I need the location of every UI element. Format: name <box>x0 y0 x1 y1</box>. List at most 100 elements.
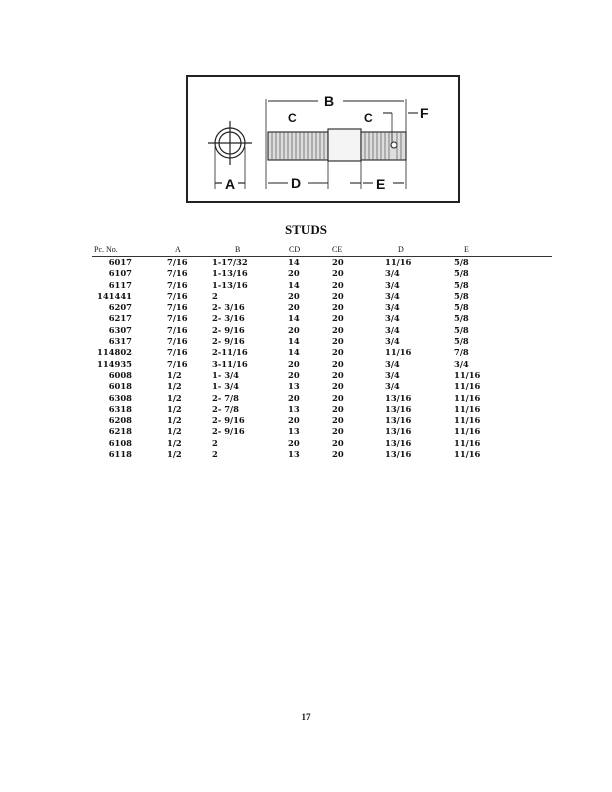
table-cell: 20 <box>332 403 344 414</box>
table-cell: 6218 <box>108 426 132 437</box>
table-cell: 1- 3/4 <box>212 381 239 392</box>
table-cell: 5/8 <box>454 313 469 324</box>
table-cell: 1-17/32 <box>212 257 248 267</box>
table-cell: 2- 9/16 <box>212 426 245 437</box>
table-cell: 7/16 <box>167 257 188 267</box>
table-cell: 7/16 <box>167 302 188 313</box>
table-cell: 2- 9/16 <box>212 324 245 335</box>
table-cell: 13 <box>288 381 300 392</box>
label-d: D <box>291 175 301 191</box>
table-cell: 2- 9/16 <box>212 415 245 426</box>
table-cell: 20 <box>288 369 300 380</box>
table-cell: 1/2 <box>167 426 182 437</box>
stud-body-icon <box>265 99 418 189</box>
table-cell: 1/2 <box>167 449 182 460</box>
table-cell: 20 <box>332 268 344 279</box>
table-cell: 5/8 <box>454 257 469 267</box>
table-cell: 1- 3/4 <box>212 369 239 380</box>
table-cell: 20 <box>332 449 344 460</box>
table-cell: 6308 <box>108 392 132 403</box>
table-cell: 5/8 <box>454 324 469 335</box>
table-cell: 20 <box>288 392 300 403</box>
label-a: A <box>225 176 235 192</box>
table-cell: 3/4 <box>385 358 400 369</box>
table-cell: 11/16 <box>454 449 481 460</box>
table-cell: 3/4 <box>385 279 400 290</box>
table-cell: 3/4 <box>385 268 400 279</box>
table-cell: 1/2 <box>167 381 182 392</box>
table-cell: 2- 9/16 <box>212 336 245 347</box>
stud-diagram: B C C F A D E <box>186 75 460 203</box>
page-title: STUDS <box>285 222 327 237</box>
table-cell: 13/16 <box>385 426 412 437</box>
table-cell: 11/16 <box>454 369 481 380</box>
table-cell: 20 <box>288 268 300 279</box>
label-b: B <box>324 93 334 109</box>
end-view-icon <box>208 121 252 189</box>
table-cell: 14 <box>288 336 300 347</box>
table-cell: 1-13/16 <box>212 268 248 279</box>
table-cell: 20 <box>332 324 344 335</box>
table-cell: 13 <box>288 426 300 437</box>
table-cell: 2 <box>212 449 218 460</box>
table-cell: 6108 <box>108 437 132 448</box>
table-cell: 20 <box>332 257 344 267</box>
table-cell: 114935 <box>97 358 132 369</box>
table-cell: 6117 <box>108 279 132 290</box>
table-cell: 11/16 <box>454 381 481 392</box>
table-cell: 20 <box>332 290 344 301</box>
table-cell: 1/2 <box>167 415 182 426</box>
table-cell: 7/16 <box>167 290 188 301</box>
table-cell: 14 <box>288 313 300 324</box>
table-cell: 1/2 <box>167 392 182 403</box>
table-cell: 6107 <box>108 268 132 279</box>
table-cell: 6207 <box>108 302 132 313</box>
header-b: B <box>235 245 241 254</box>
table-cell: 3/4 <box>385 369 400 380</box>
table-cell: 6118 <box>108 449 132 460</box>
table-header: Pc. No. A B CD CE D E <box>92 245 552 257</box>
table-cell: 20 <box>332 415 344 426</box>
table-cell: 2-11/16 <box>212 347 248 358</box>
label-c1: C <box>288 111 297 125</box>
table-cell: 6017 <box>108 257 132 267</box>
table-cell: 7/16 <box>167 324 188 335</box>
table-cell: 7/16 <box>167 279 188 290</box>
table-cell: 7/16 <box>167 347 188 358</box>
table-cell: 2- 3/16 <box>212 313 245 324</box>
table-cell: 11/16 <box>454 403 481 414</box>
table-cell: 20 <box>332 279 344 290</box>
label-e: E <box>376 176 385 192</box>
table-cell: 14 <box>288 347 300 358</box>
table-cell: 5/8 <box>454 336 469 347</box>
table-cell: 20 <box>332 426 344 437</box>
table-cell: 11/16 <box>385 257 412 267</box>
table-cell: 20 <box>288 290 300 301</box>
table-cell: 6217 <box>108 313 132 324</box>
table-cell: 13/16 <box>385 392 412 403</box>
table-cell: 14 <box>288 257 300 267</box>
table-cell: 20 <box>332 347 344 358</box>
table-cell: 11/16 <box>454 392 481 403</box>
header-pc-no: Pc. No. <box>94 245 118 254</box>
table-cell: 3/4 <box>454 358 469 369</box>
table-row: 6017 7/16 1-17/32 14 20 11/16 5/8 <box>92 257 552 268</box>
table-cell: 6307 <box>108 324 132 335</box>
table-cell: 3-11/16 <box>212 358 248 369</box>
page-number: 17 <box>301 712 311 722</box>
table-cell: 3/4 <box>385 324 400 335</box>
table-cell: 6317 <box>108 336 132 347</box>
table-cell: 6208 <box>108 415 132 426</box>
table-cell: 3/4 <box>385 302 400 313</box>
